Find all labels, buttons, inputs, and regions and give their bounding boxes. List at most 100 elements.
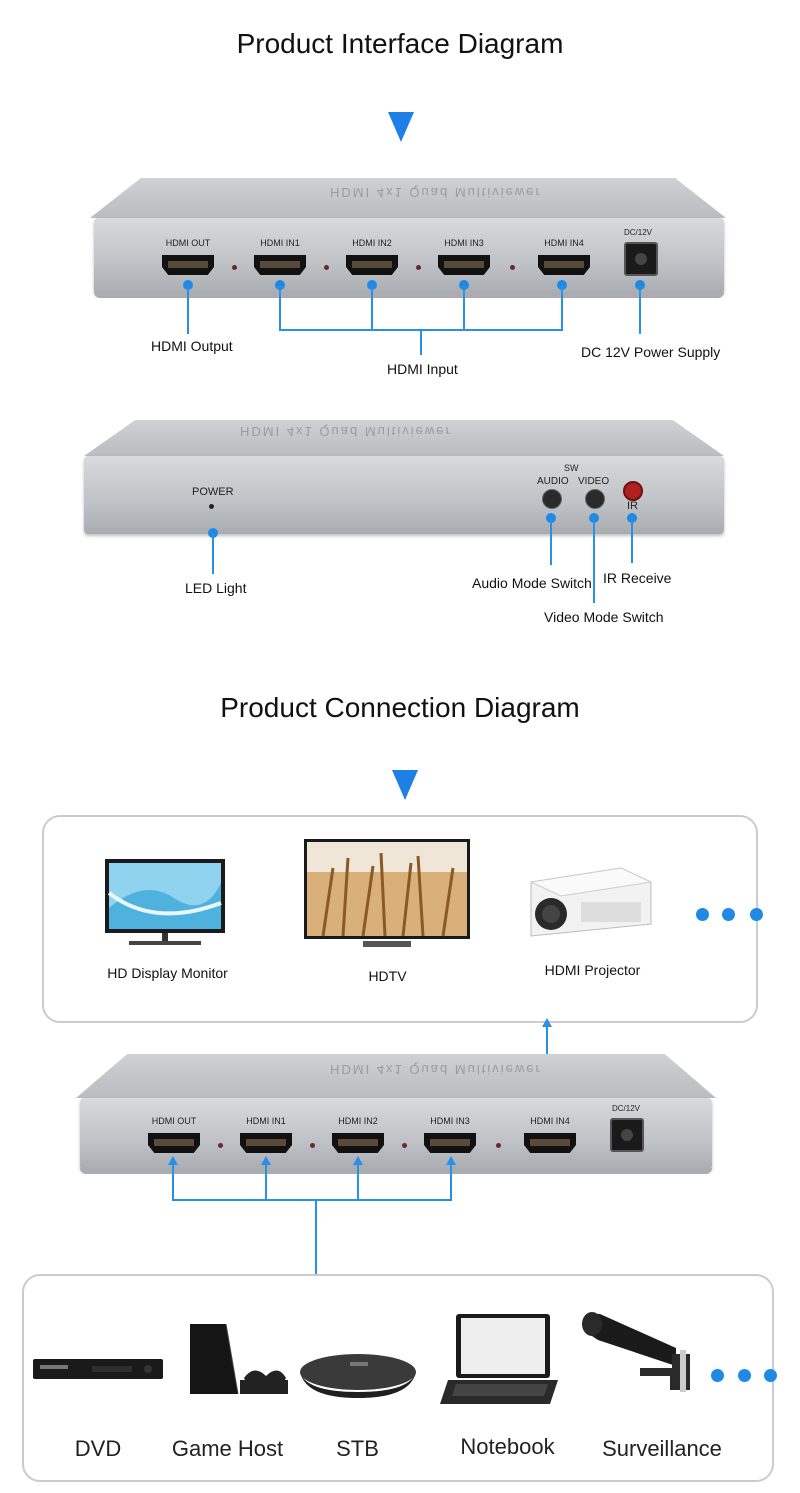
port-label-hdmi-in4: HDMI IN4	[544, 238, 584, 248]
camera-icon	[582, 1312, 690, 1392]
connection-line	[357, 1164, 359, 1200]
ir-label: IR	[627, 500, 638, 512]
callout-dot	[627, 513, 637, 523]
more-dot	[722, 908, 735, 921]
device-top-surface	[84, 420, 724, 456]
source-label-notebook: Notebook	[460, 1434, 555, 1459]
hdmi-port-in4	[524, 1133, 576, 1153]
projector-icon	[529, 867, 653, 937]
hdmi-port-in3	[438, 255, 490, 275]
callout-line	[593, 519, 595, 603]
port-label-hdmi-out: HDMI OUT	[151, 1116, 197, 1126]
connection-line	[265, 1164, 267, 1200]
port-label-hdmi-in2: HDMI IN2	[352, 238, 392, 248]
callout-dot	[459, 280, 469, 290]
callout-line	[187, 286, 189, 334]
hdtv-icon	[304, 839, 470, 947]
hdmi-port-in4	[538, 255, 590, 275]
source-label-game-host: Game Host	[171, 1436, 284, 1461]
callout-hdmi-input: HDMI Input	[387, 361, 458, 377]
audio-switch-button[interactable]	[542, 489, 562, 509]
device-base	[80, 1168, 712, 1174]
connection-line	[450, 1164, 452, 1200]
dc-jack	[610, 1118, 644, 1152]
callout-line	[371, 286, 373, 330]
connection-line	[315, 1199, 317, 1275]
led-indicator	[324, 265, 329, 270]
up-arrow-icon	[542, 1018, 552, 1027]
down-arrow-icon	[392, 770, 418, 800]
output-label-projector: HDMI Projector	[544, 962, 641, 978]
led-indicator	[218, 1143, 223, 1148]
dvd-player-icon	[33, 1359, 163, 1379]
led-indicator	[232, 265, 237, 270]
sw-label: SW	[564, 463, 579, 473]
hdmi-port-in1	[254, 255, 306, 275]
port-label-hdmi-in1: HDMI IN1	[260, 238, 300, 248]
callout-line	[550, 519, 552, 565]
callout-led-light: LED Light	[185, 580, 247, 596]
up-arrow-icon	[353, 1156, 363, 1165]
callout-dot	[367, 280, 377, 290]
connection-line	[172, 1164, 174, 1200]
source-label-surveillance: Surveillance	[602, 1436, 722, 1461]
source-label-stb: STB	[336, 1436, 379, 1461]
dc-label: DC/12V	[624, 228, 653, 237]
callout-dc-power: DC 12V Power Supply	[581, 344, 721, 360]
video-switch-button[interactable]	[585, 489, 605, 509]
callout-dot	[589, 513, 599, 523]
power-label: POWER	[192, 486, 234, 498]
callout-dot	[183, 280, 193, 290]
device-base	[94, 292, 724, 298]
port-label-hdmi-in4: HDMI IN4	[530, 1116, 570, 1126]
device-engraving: HDMI 4x1 Quad Multiviewer	[330, 185, 542, 200]
callout-line	[212, 534, 214, 574]
callout-hdmi-output: HDMI Output	[151, 338, 233, 354]
port-label-hdmi-out: HDMI OUT	[165, 238, 211, 248]
hdmi-port-out	[148, 1133, 200, 1153]
notebook-icon	[440, 1314, 558, 1404]
ir-receiver	[623, 481, 643, 501]
callout-dot	[557, 280, 567, 290]
callout-line	[279, 286, 281, 330]
audio-label: AUDIO	[537, 476, 569, 487]
led-indicator	[510, 265, 515, 270]
more-dot	[696, 908, 709, 921]
connection-line	[172, 1199, 452, 1201]
dc-jack	[624, 242, 658, 276]
callout-video-mode: Video Mode Switch	[544, 609, 664, 625]
callout-line	[631, 519, 633, 563]
device-top-surface	[90, 178, 726, 218]
up-arrow-icon	[168, 1156, 178, 1165]
device-engraving: HDMI 4x1 Quad Multiviewer	[240, 424, 452, 439]
section-title-interface: Product Interface Diagram	[236, 28, 564, 59]
monitor-icon	[105, 859, 225, 945]
led-indicator	[310, 1143, 315, 1148]
source-label-dvd: DVD	[74, 1436, 122, 1461]
up-arrow-icon	[261, 1156, 271, 1165]
led-indicator	[402, 1143, 407, 1148]
section-title-connection: Product Connection Diagram	[220, 692, 580, 723]
device-engraving: HDMI 4x1 Quad Multiviewer	[330, 1062, 542, 1077]
port-label-hdmi-in3: HDMI IN3	[430, 1116, 470, 1126]
video-label: VIDEO	[578, 476, 610, 487]
led-indicator	[496, 1143, 501, 1148]
dc-label: DC/12V	[612, 1104, 641, 1113]
device-back-face	[84, 456, 724, 534]
output-label-monitor: HD Display Monitor	[107, 965, 228, 981]
more-dot	[738, 1369, 751, 1382]
device-top-surface	[76, 1054, 716, 1098]
more-dot	[764, 1369, 777, 1382]
callout-line	[639, 286, 641, 334]
hdmi-port-in2	[332, 1133, 384, 1153]
more-dot	[711, 1369, 724, 1382]
led-indicator	[416, 265, 421, 270]
port-label-hdmi-in3: HDMI IN3	[444, 238, 484, 248]
output-label-hdtv: HDTV	[368, 968, 407, 984]
hdmi-port-out	[162, 255, 214, 275]
callout-dot	[635, 280, 645, 290]
callout-line	[561, 286, 563, 330]
hdmi-port-in2	[346, 255, 398, 275]
set-top-box-icon	[300, 1354, 416, 1398]
callout-dot	[275, 280, 285, 290]
